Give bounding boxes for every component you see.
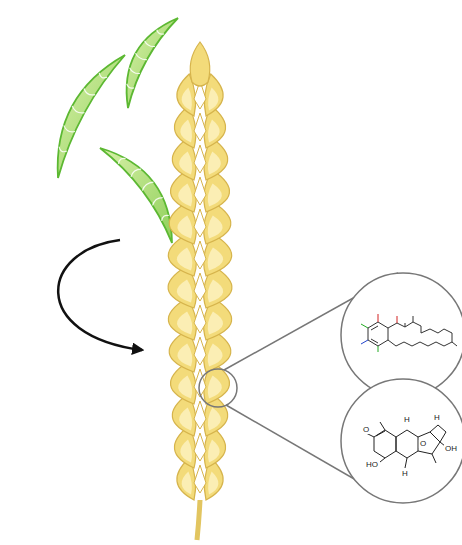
- spore-septum: [72, 106, 84, 113]
- kernel-gap: [194, 465, 206, 493]
- spore: [127, 18, 178, 108]
- spore-septum: [59, 147, 67, 152]
- infection-arrow: [58, 240, 142, 350]
- spore: [100, 148, 172, 243]
- kernel-gap: [194, 433, 206, 461]
- kernel-gap: [194, 337, 206, 365]
- kernel-highlight: [208, 407, 221, 430]
- kernel-highlight: [208, 247, 223, 270]
- kernel-highlight: [208, 151, 221, 174]
- kernel-highlight: [208, 343, 223, 366]
- atom-label: HO: [365, 461, 379, 469]
- kernel-highlight: [208, 279, 224, 302]
- spore-septum: [145, 41, 155, 47]
- spore-septum: [136, 53, 147, 59]
- spore-septum: [142, 182, 153, 190]
- kernel-highlight: [178, 183, 192, 206]
- kernel-gap: [194, 401, 206, 429]
- kernel-highlight: [180, 119, 192, 142]
- kernel-highlight: [177, 279, 193, 302]
- kernel-highlight: [177, 215, 192, 238]
- wheat-ear: [168, 42, 232, 540]
- kernel-gap: [194, 209, 206, 237]
- spore-septum: [99, 73, 107, 78]
- kernel-highlight: [182, 471, 192, 494]
- kernel-gap: [194, 241, 206, 269]
- kernel-gap: [194, 145, 206, 173]
- kernel-gap: [194, 273, 206, 301]
- atom-label: OH: [444, 445, 458, 453]
- kernel-highlight: [208, 439, 220, 462]
- spore-septum: [64, 125, 75, 131]
- magnifier: [199, 273, 462, 503]
- spores: [58, 18, 178, 243]
- kernel-highlight: [208, 311, 223, 334]
- deoxynivalenol-structure: [366, 422, 446, 468]
- kernel-highlight: [179, 407, 192, 430]
- spore-septum: [162, 215, 169, 221]
- kernel-highlight: [178, 375, 192, 398]
- spore-septum: [153, 198, 163, 206]
- spore-septum: [84, 88, 95, 94]
- spore-septum: [131, 169, 141, 177]
- kernel-highlight: [177, 247, 192, 270]
- spore-septum: [157, 30, 164, 34]
- atom-label: H: [401, 470, 409, 478]
- kernel-highlight: [208, 183, 222, 206]
- spore-septum: [127, 84, 134, 88]
- atom-label: H: [403, 416, 411, 424]
- kernel-highlight: [180, 439, 192, 462]
- spore-septum: [118, 158, 125, 164]
- kernel-gap: [194, 177, 206, 205]
- kernel-highlight: [179, 151, 192, 174]
- atom-label: O: [419, 440, 427, 448]
- kernel-highlight: [208, 119, 220, 142]
- kernel-highlight: [208, 471, 218, 494]
- kernel-highlight: [177, 311, 192, 334]
- kernel-highlight: [208, 215, 223, 238]
- atom-label: H: [433, 414, 441, 422]
- zearalenone-structure: [361, 314, 457, 352]
- kernel-highlight: [208, 87, 218, 110]
- wheat-stem: [197, 500, 200, 540]
- spore-septum: [130, 68, 140, 74]
- kernel-gap: [194, 305, 206, 333]
- kernel-highlight: [177, 343, 192, 366]
- kernel-gap: [194, 113, 206, 141]
- kernel-highlight: [208, 375, 222, 398]
- wheat-tip: [190, 42, 210, 86]
- kernel-highlight: [182, 87, 192, 110]
- atom-label: O: [362, 426, 370, 434]
